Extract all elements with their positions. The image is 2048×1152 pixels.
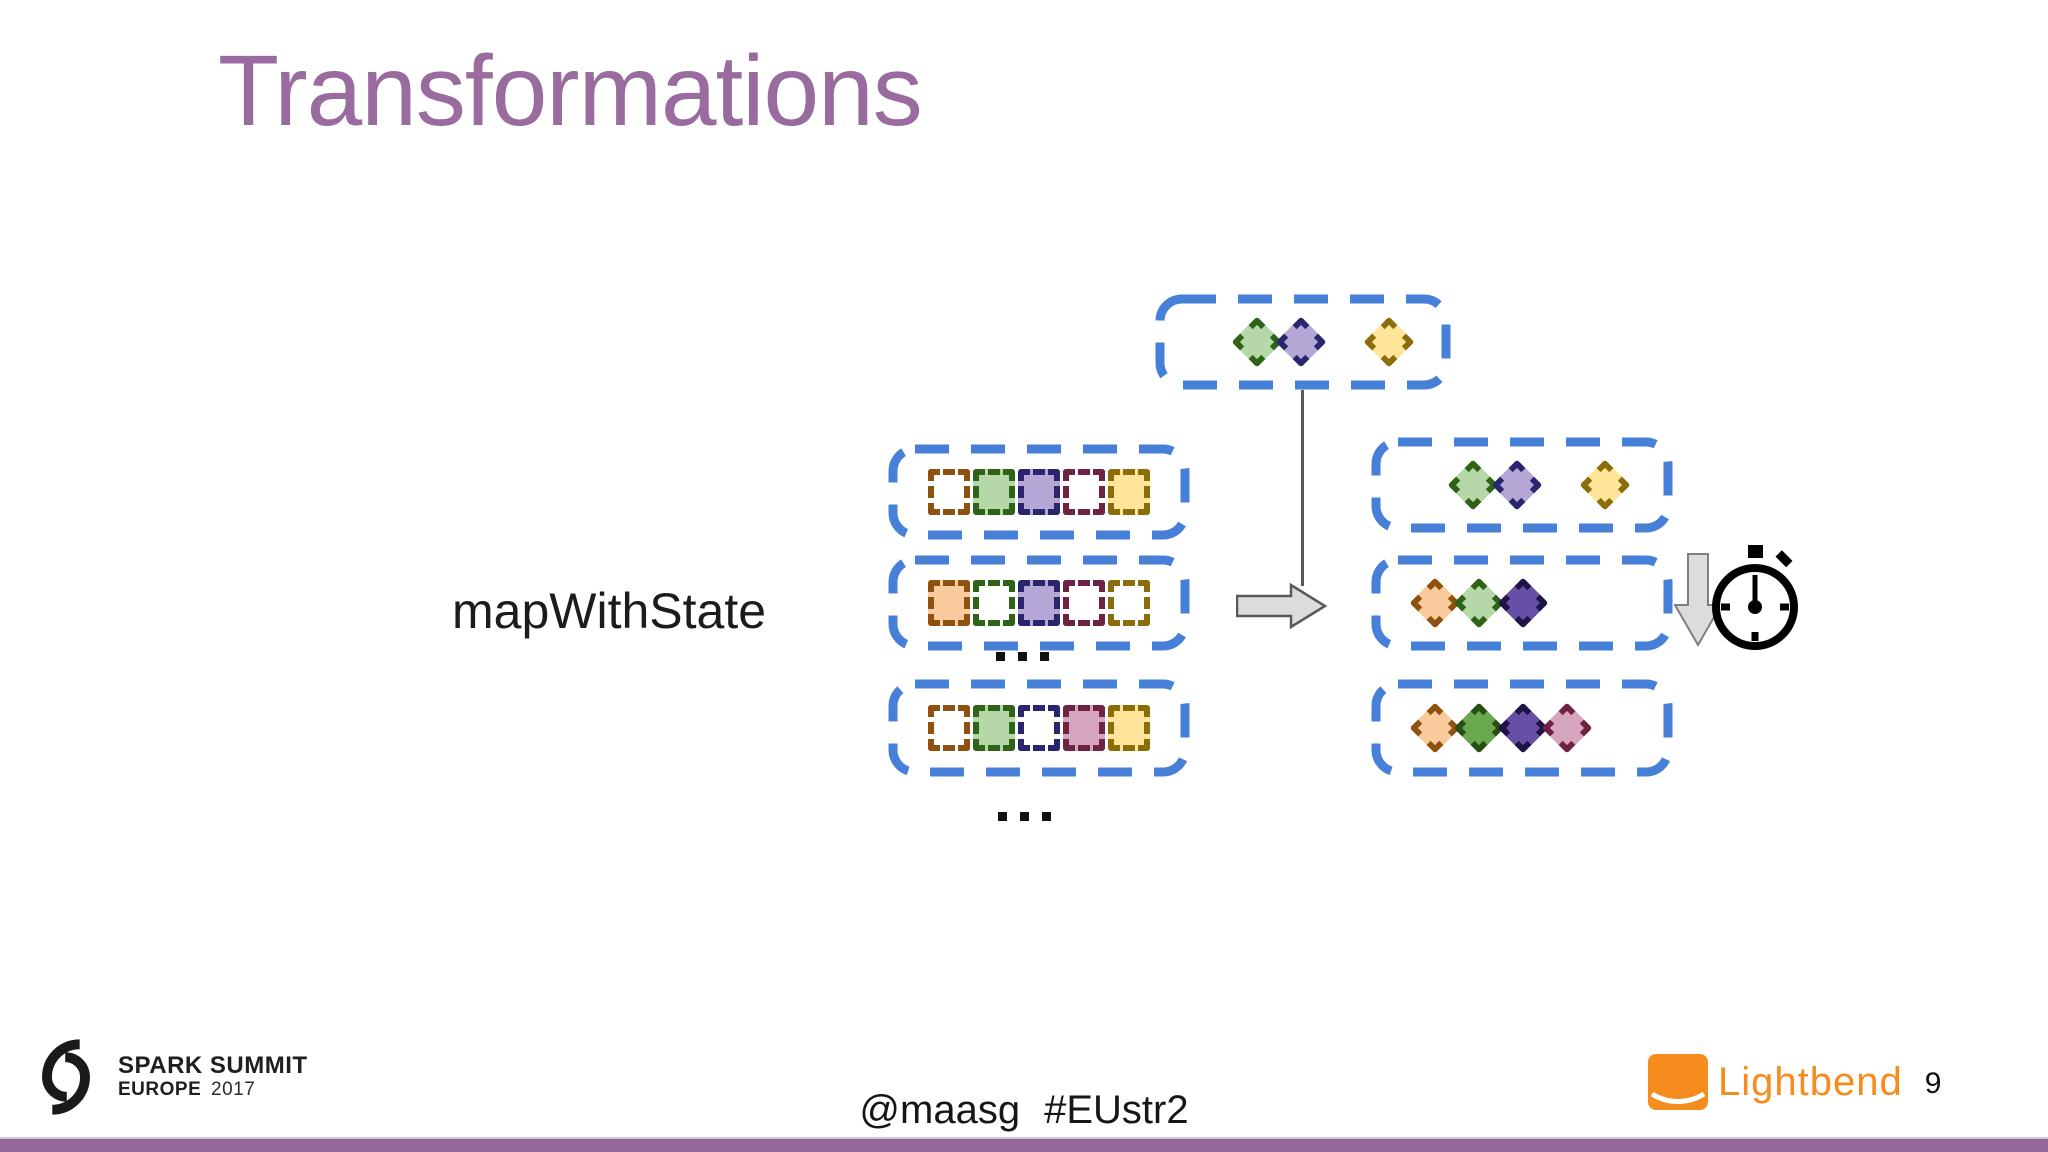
dashed-box-frame	[888, 679, 1190, 777]
dstream-box-new-batch	[1155, 294, 1451, 390]
diamond-item-brown	[1409, 577, 1461, 629]
dashed-box-frame	[1155, 294, 1451, 390]
square-item-green	[973, 705, 1015, 751]
square-item-brown	[928, 580, 970, 626]
dstream-box-input-1	[888, 444, 1190, 540]
ellipsis-dots	[998, 812, 1051, 821]
diamond-item-green	[1453, 577, 1505, 629]
block-arrow-right-icon	[1236, 583, 1328, 629]
page-number: 9	[1924, 1067, 1942, 1100]
dstream-box-state-1	[1371, 437, 1673, 533]
ellipsis-dots	[996, 652, 1049, 661]
spark-summit-line2: EUROPE 2017	[118, 1079, 308, 1102]
spark-summit-europe: EUROPE	[118, 1079, 202, 1101]
twitter-handle: @maasg	[859, 1088, 1021, 1132]
dashed-box-frame	[1371, 679, 1673, 777]
spark-summit-logo: SPARK SUMMIT EUROPE 2017	[28, 1034, 308, 1120]
shape-row	[888, 679, 1190, 777]
spark-summit-wordmark: SPARK SUMMIT EUROPE 2017	[118, 1052, 308, 1102]
dstream-box-state-2	[1371, 555, 1673, 651]
ellipsis-dot	[1040, 652, 1049, 661]
ellipsis-dot	[1042, 812, 1051, 821]
square-item-maroon	[1063, 580, 1105, 626]
square-item-green	[973, 580, 1015, 626]
lightbend-logo-icon	[1648, 1054, 1708, 1110]
diamond-item-navy	[1275, 316, 1327, 368]
square-item-navy	[1018, 580, 1060, 626]
square-item-green	[973, 469, 1015, 515]
shape-row	[1371, 437, 1673, 533]
shape-row	[888, 444, 1190, 540]
slide-title: Transformations	[218, 35, 923, 147]
diamond-item-brown	[1409, 702, 1461, 754]
square-item-gold	[1108, 705, 1150, 751]
square-item-navy	[1018, 705, 1060, 751]
square-item-maroon	[1063, 705, 1105, 751]
dashed-box-frame	[888, 444, 1190, 540]
lightbend-logo: Lightbend 9	[1648, 1054, 1941, 1110]
stopwatch-icon	[1712, 545, 1798, 650]
bottom-accent-bar	[0, 1137, 2048, 1152]
dstream-box-input-3	[888, 679, 1190, 777]
square-item-gold	[1108, 469, 1150, 515]
diamond-item-gold	[1363, 316, 1415, 368]
diamond-item-green	[1231, 316, 1283, 368]
ellipsis-dot	[998, 812, 1007, 821]
footer-social: @maasg #EUstr2	[859, 1088, 1188, 1133]
ellipsis-dot	[1020, 812, 1029, 821]
spark-summit-line1: SPARK SUMMIT	[118, 1051, 308, 1079]
diamond-item-gold	[1579, 459, 1631, 511]
event-hashtag: #EUstr2	[1044, 1088, 1189, 1132]
square-item-maroon	[1063, 469, 1105, 515]
square-item-gold	[1108, 580, 1150, 626]
shape-row	[888, 555, 1190, 651]
dashed-box-frame	[888, 555, 1190, 651]
ellipsis-dot	[996, 652, 1005, 661]
operator-label: mapWithState	[452, 583, 767, 639]
dashed-box-frame	[1371, 437, 1673, 533]
diamond-item-green	[1447, 459, 1499, 511]
spark-summit-year: 2017	[211, 1079, 256, 1101]
lightbend-wordmark: Lightbend	[1718, 1059, 1903, 1104]
lightbend-swoosh-icon	[1650, 1091, 1706, 1104]
diamond-item-green_solid	[1453, 702, 1505, 754]
diamond-item-navy	[1491, 459, 1543, 511]
square-item-brown	[928, 469, 970, 515]
connector-line	[1301, 390, 1304, 586]
diamond-item-purple_solid	[1497, 702, 1549, 754]
square-item-navy	[1018, 469, 1060, 515]
block-arrow-down-icon	[1674, 553, 1722, 647]
shape-row	[1371, 679, 1673, 777]
dstream-box-input-2	[888, 555, 1190, 651]
square-item-brown	[928, 705, 970, 751]
dashed-box-frame	[1371, 555, 1673, 651]
ellipsis-dot	[1018, 652, 1027, 661]
dstream-box-state-3	[1371, 679, 1673, 777]
diamond-item-maroon	[1541, 702, 1593, 754]
spark-summit-swirl-icon	[42, 1039, 90, 1115]
shape-row	[1371, 555, 1673, 651]
diamond-item-purple_solid	[1497, 577, 1549, 629]
shape-row	[1155, 294, 1451, 390]
